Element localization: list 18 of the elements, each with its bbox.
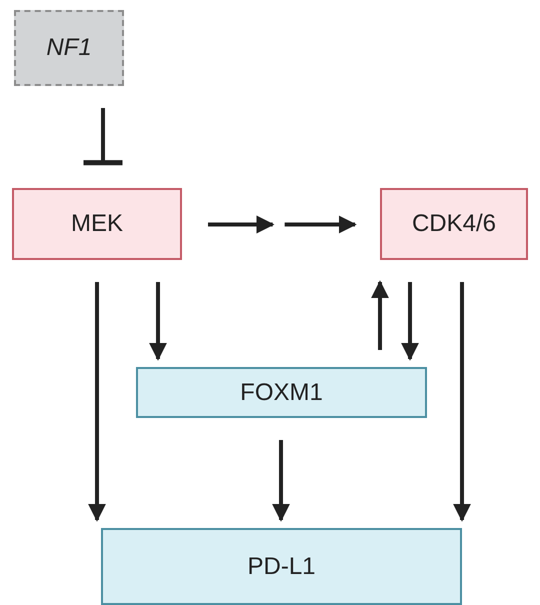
protein-box (12, 188, 182, 260)
arrow (272, 440, 290, 522)
protein-label: FOXM1 (240, 378, 323, 406)
arrow (453, 282, 471, 522)
inhibition-line (84, 108, 122, 166)
arrow (149, 282, 167, 361)
protein-label: CDK4/6 (412, 210, 496, 238)
gene-box (14, 10, 124, 86)
arrow (88, 282, 106, 522)
protein-label: PD-L1 (247, 552, 316, 580)
protein-label: MEK (70, 210, 123, 238)
protein-box (380, 188, 528, 260)
protein-box (101, 528, 462, 605)
protein-label: NF1 (46, 34, 92, 62)
arrow (206, 216, 357, 234)
protein-box (136, 367, 427, 418)
arrow (371, 280, 389, 350)
arrow (401, 282, 419, 361)
